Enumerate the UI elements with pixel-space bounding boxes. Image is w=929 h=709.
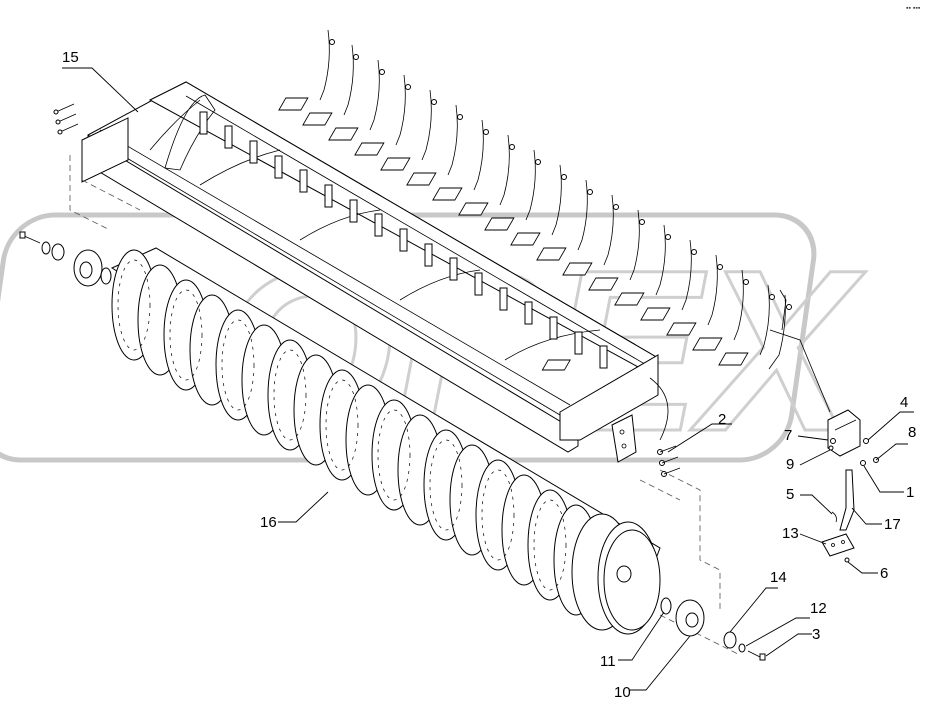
beam-tine-holders [199,111,608,369]
callout-4: 4 [867,394,914,441]
svg-text:4: 4 [900,394,908,411]
svg-text:5: 5 [786,486,794,503]
callout-12: 12 [745,600,827,647]
svg-text:13: 13 [782,525,799,542]
svg-text:11: 11 [600,653,616,670]
left-bearing-assembly [19,231,112,287]
callout-10: 10 [614,635,691,701]
roller-ring-teeth [117,259,567,591]
right-bearing-assembly [660,597,766,661]
tine-detail-assembly [541,289,879,563]
callout-11: 11 [600,611,665,670]
svg-text:10: 10 [614,684,631,701]
callout-13: 13 [782,525,827,545]
svg-text:7: 7 [784,427,792,444]
frame-assembly [53,81,669,463]
callout-8: 8 [875,424,916,461]
svg-text:14: 14 [770,569,787,586]
roller-rings [111,249,659,635]
callout-7: 7 [784,427,829,444]
svg-text:6: 6 [880,565,888,582]
callout-14: 14 [729,569,787,633]
svg-text:12: 12 [810,600,827,617]
bracket-bolts [657,445,681,477]
svg-text:2: 2 [718,411,726,428]
assembly-guides [69,155,741,656]
svg-text:16: 16 [260,514,277,531]
callout-2: 2 [667,411,732,453]
corner-mark: ▪▪ ▪▪▪ [906,5,921,12]
callout-9: 9 [786,449,831,473]
callout-17: 17 [851,507,901,533]
svg-text:17: 17 [884,516,901,533]
svg-text:3: 3 [812,626,820,643]
crumbler-roller [110,247,661,635]
callout-5: 5 [786,486,833,515]
callout-3: 3 [765,626,820,657]
callout-6: 6 [847,561,888,582]
callout-15: 15 [62,49,139,113]
svg-text:9: 9 [786,456,794,473]
spring-tines-row [278,29,792,370]
left-mount-bolts [53,103,79,135]
callout-1: 1 [863,465,914,501]
svg-text:1: 1 [906,484,914,501]
callout-16: 16 [260,491,329,531]
svg-text:8: 8 [908,424,916,441]
svg-text:15: 15 [62,49,79,66]
